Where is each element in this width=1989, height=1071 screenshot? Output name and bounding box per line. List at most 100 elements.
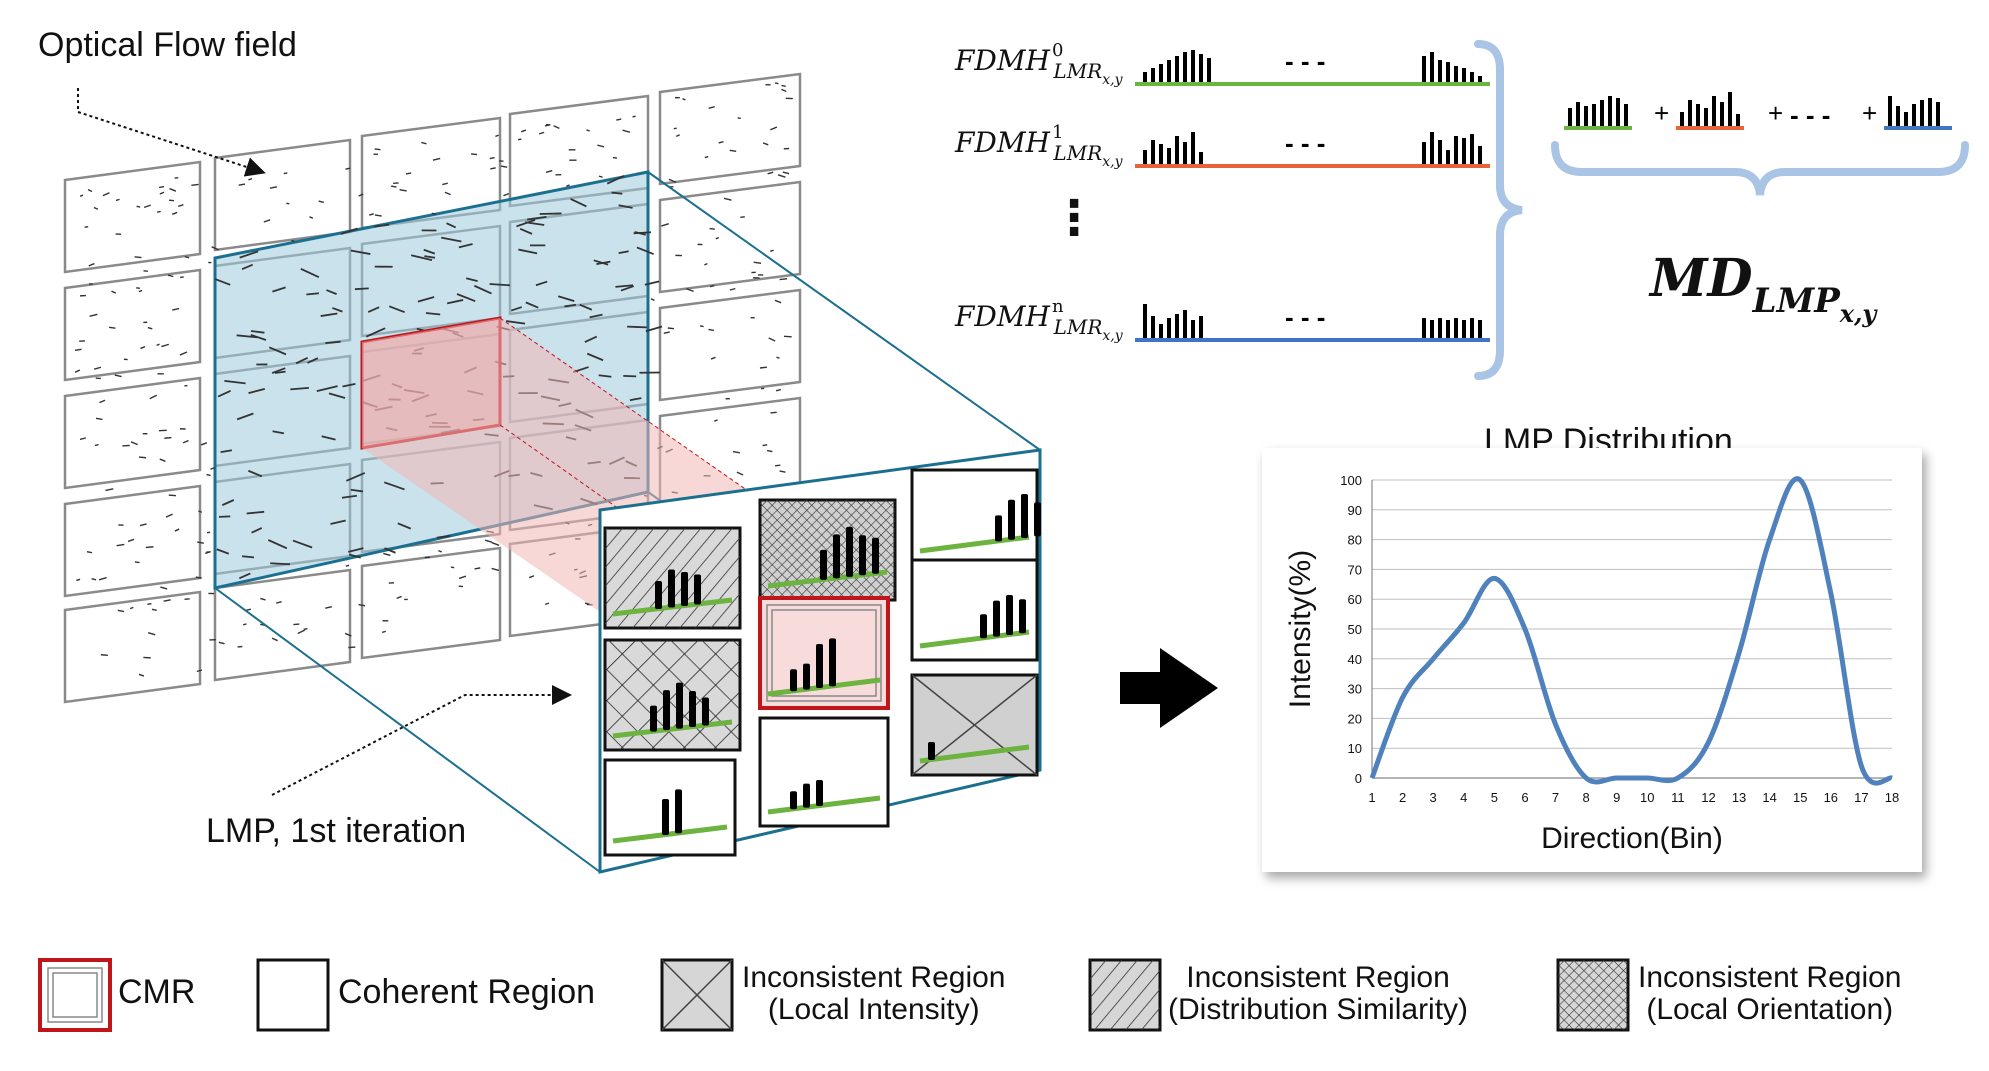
x-tick-label: 13	[1732, 790, 1746, 805]
flow-vector	[723, 197, 732, 201]
y-tick-label: 70	[1348, 562, 1362, 577]
flow-vector	[441, 236, 462, 243]
legend-swatch-orientation	[1556, 958, 1630, 1032]
x-tick-label: 3	[1430, 790, 1437, 805]
flow-vector	[545, 169, 553, 174]
flow-vector	[87, 188, 93, 193]
flow-vector	[384, 547, 396, 554]
flow-vector	[753, 261, 762, 264]
histogram-bar	[1191, 50, 1195, 82]
flow-vector	[779, 278, 788, 281]
histogram-bar	[803, 663, 810, 690]
histogram-bar	[681, 572, 688, 606]
flow-vector	[318, 200, 325, 204]
histogram-bar	[1191, 320, 1195, 338]
flow-vector	[182, 439, 189, 444]
flow-vector	[622, 129, 631, 133]
flow-vector	[629, 397, 642, 402]
histogram-bar	[1430, 52, 1434, 82]
histogram-bar	[1608, 96, 1612, 126]
histogram-bar	[1446, 62, 1450, 82]
histogram-bar	[1159, 64, 1163, 82]
x-tick-label: 9	[1613, 790, 1620, 805]
flow-vector	[510, 306, 523, 312]
flow-vector	[211, 246, 220, 251]
flow-vector	[344, 632, 352, 637]
flow-vector	[598, 175, 603, 178]
flow-vector	[634, 231, 646, 236]
x-tick-label: 14	[1762, 790, 1776, 805]
y-tick-label: 10	[1348, 741, 1362, 756]
flow-vector	[345, 167, 351, 170]
summed-histograms: +++- - -	[1564, 92, 1952, 130]
legend-label-local-intensity: Inconsistent Region(Local Intensity)	[742, 961, 1006, 1026]
flow-vector	[503, 192, 510, 197]
histogram-bar	[859, 535, 866, 576]
flow-vector	[586, 129, 590, 132]
flow-vector	[446, 299, 464, 305]
flow-vector	[130, 441, 138, 446]
flow-vector	[699, 325, 704, 328]
flow-vector	[271, 637, 278, 642]
x-tick-label: 12	[1701, 790, 1715, 805]
histogram-bar	[1478, 320, 1482, 338]
series-line	[1369, 476, 1893, 786]
flow-vector	[117, 609, 125, 613]
flow-vector	[783, 335, 792, 338]
histogram-bar	[663, 690, 670, 731]
flow-vector	[350, 488, 364, 493]
histogram-bar	[676, 682, 683, 729]
region-cell	[758, 716, 890, 828]
flow-vector	[76, 578, 81, 582]
flow-vector	[597, 144, 605, 148]
legend-swatch-local-intensity	[660, 958, 734, 1032]
flow-vector	[332, 307, 343, 313]
histogram-bar	[1422, 56, 1426, 82]
flow-vector	[218, 641, 225, 645]
flow-vector	[238, 572, 251, 580]
histogram-bar	[872, 537, 879, 574]
flow-vector	[268, 346, 287, 356]
histogram-bar	[1712, 96, 1716, 126]
flow-vector	[644, 280, 660, 286]
flow-vector	[303, 628, 308, 631]
flow-vector	[444, 191, 451, 196]
histogram-bar	[1896, 106, 1900, 126]
flow-vector	[306, 292, 320, 296]
region-cell	[603, 526, 742, 630]
flow-vector	[636, 246, 654, 255]
histogram-bar	[1470, 134, 1474, 164]
flow-vector	[158, 185, 165, 189]
flow-vector	[216, 548, 230, 555]
histogram-bar	[1143, 150, 1147, 164]
histogram-bar	[1207, 58, 1211, 82]
flow-vector	[89, 313, 98, 317]
flow-vector	[442, 182, 448, 186]
flow-vector	[782, 171, 790, 175]
flow-vector	[348, 553, 362, 559]
histogram-bar	[662, 798, 669, 835]
lmp-region-grid	[598, 448, 1042, 874]
vertical-ellipsis: ⋮	[1050, 192, 1098, 245]
flow-vector	[770, 249, 774, 252]
histogram-bar	[1151, 140, 1155, 164]
y-tick-label: 0	[1355, 771, 1362, 786]
flow-vector	[79, 437, 87, 441]
flow-vector	[93, 366, 102, 370]
flow-vector	[217, 390, 231, 398]
histogram-bar	[1438, 60, 1442, 82]
flow-vector	[484, 539, 493, 543]
legend-swatches	[38, 958, 1630, 1032]
flow-vector	[682, 98, 686, 101]
flow-vector	[491, 541, 500, 546]
histogram-bar	[803, 783, 810, 808]
flow-vector	[776, 356, 780, 359]
histogram-bar	[1008, 499, 1015, 540]
flow-vector	[557, 295, 575, 302]
flow-vector	[737, 117, 741, 120]
flow-vector	[195, 576, 202, 579]
histogram-bar	[1688, 100, 1692, 126]
flow-vector	[348, 646, 356, 649]
x-tick-label: 15	[1793, 790, 1807, 805]
flow-vector	[709, 285, 715, 288]
